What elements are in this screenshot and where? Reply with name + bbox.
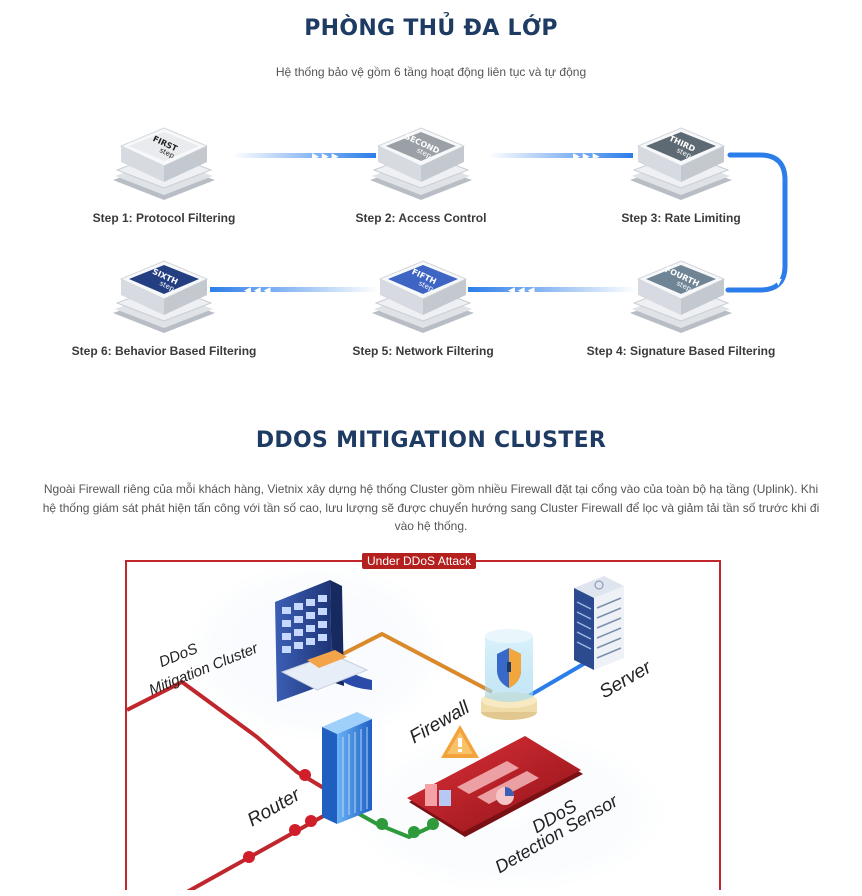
step-label: Step 6: Behavior Based Filtering: [71, 344, 257, 358]
section-title: DDOS MITIGATION CLUSTER: [255, 428, 607, 453]
section-description: Ngoài Firewall riêng của mỗi khách hàng,…: [42, 482, 820, 533]
server-path: [525, 660, 589, 699]
server-icon: [574, 576, 624, 670]
step-label: Step 2: Access Control: [355, 211, 487, 225]
mitigation-cluster-icon: [275, 580, 372, 702]
attack-tag: Under DDoS Attack: [362, 553, 477, 569]
page-title: PHÒNG THỦ ĐA LỚP: [304, 16, 558, 41]
network-illustration: [127, 562, 667, 890]
step-label: Step 4: Signature Based Filtering: [586, 344, 776, 358]
ddos-diagram: DDoS Mitigation Cluster Firewall Server …: [125, 560, 721, 890]
step-label: Step 1: Protocol Filtering: [92, 211, 236, 225]
attack-path: [186, 812, 328, 890]
sensor-path: [351, 808, 438, 840]
warning-icon: [441, 725, 479, 758]
section-subtitle: Hệ thống bảo vệ gồm 6 tầng hoạt động liê…: [275, 65, 587, 79]
detection-sensor-icon: [407, 736, 583, 837]
firewall-icon: [481, 629, 537, 720]
step-label: Step 5: Network Filtering: [352, 344, 494, 358]
clean-path: [326, 631, 493, 694]
router-icon: [322, 712, 372, 824]
step-label: Step 3: Rate Limiting: [621, 211, 741, 225]
